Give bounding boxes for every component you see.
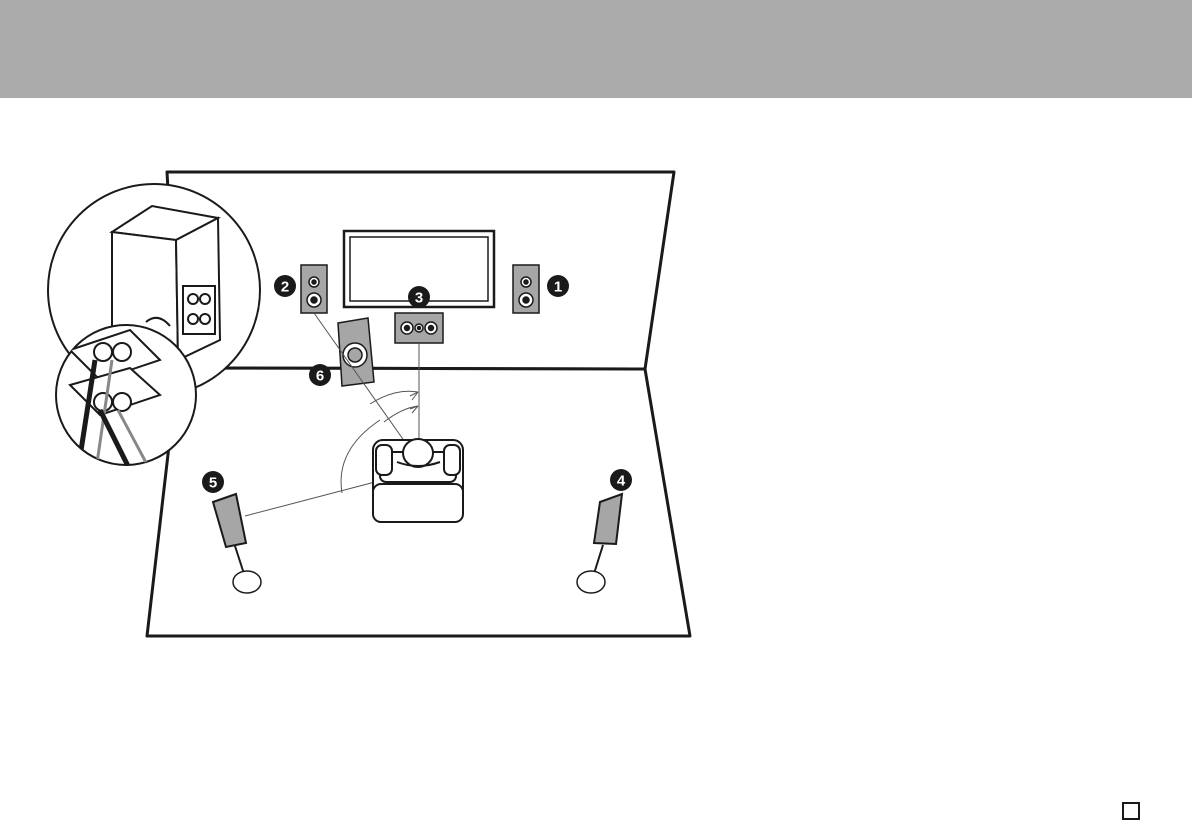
front-right-speaker [513,265,539,313]
callout-front-left: 2 [274,275,296,297]
front-left-speaker [301,265,327,313]
center-speaker [395,313,443,343]
callout-front-right: 1 [547,275,569,297]
page-square-icon[interactable] [1122,802,1140,820]
callout-label: 5 [209,475,217,492]
callout-label: 6 [316,368,324,385]
callout-label: 4 [617,473,626,490]
callout-label: 1 [554,279,562,296]
callout-surround-left: 5 [202,471,224,493]
subwoofer [338,318,374,386]
callout-subwoofer: 6 [309,364,331,386]
callout-surround-right: 4 [610,469,632,491]
callout-label: 3 [415,290,423,307]
callout-label: 2 [281,279,289,296]
callout-center: 3 [408,286,430,308]
